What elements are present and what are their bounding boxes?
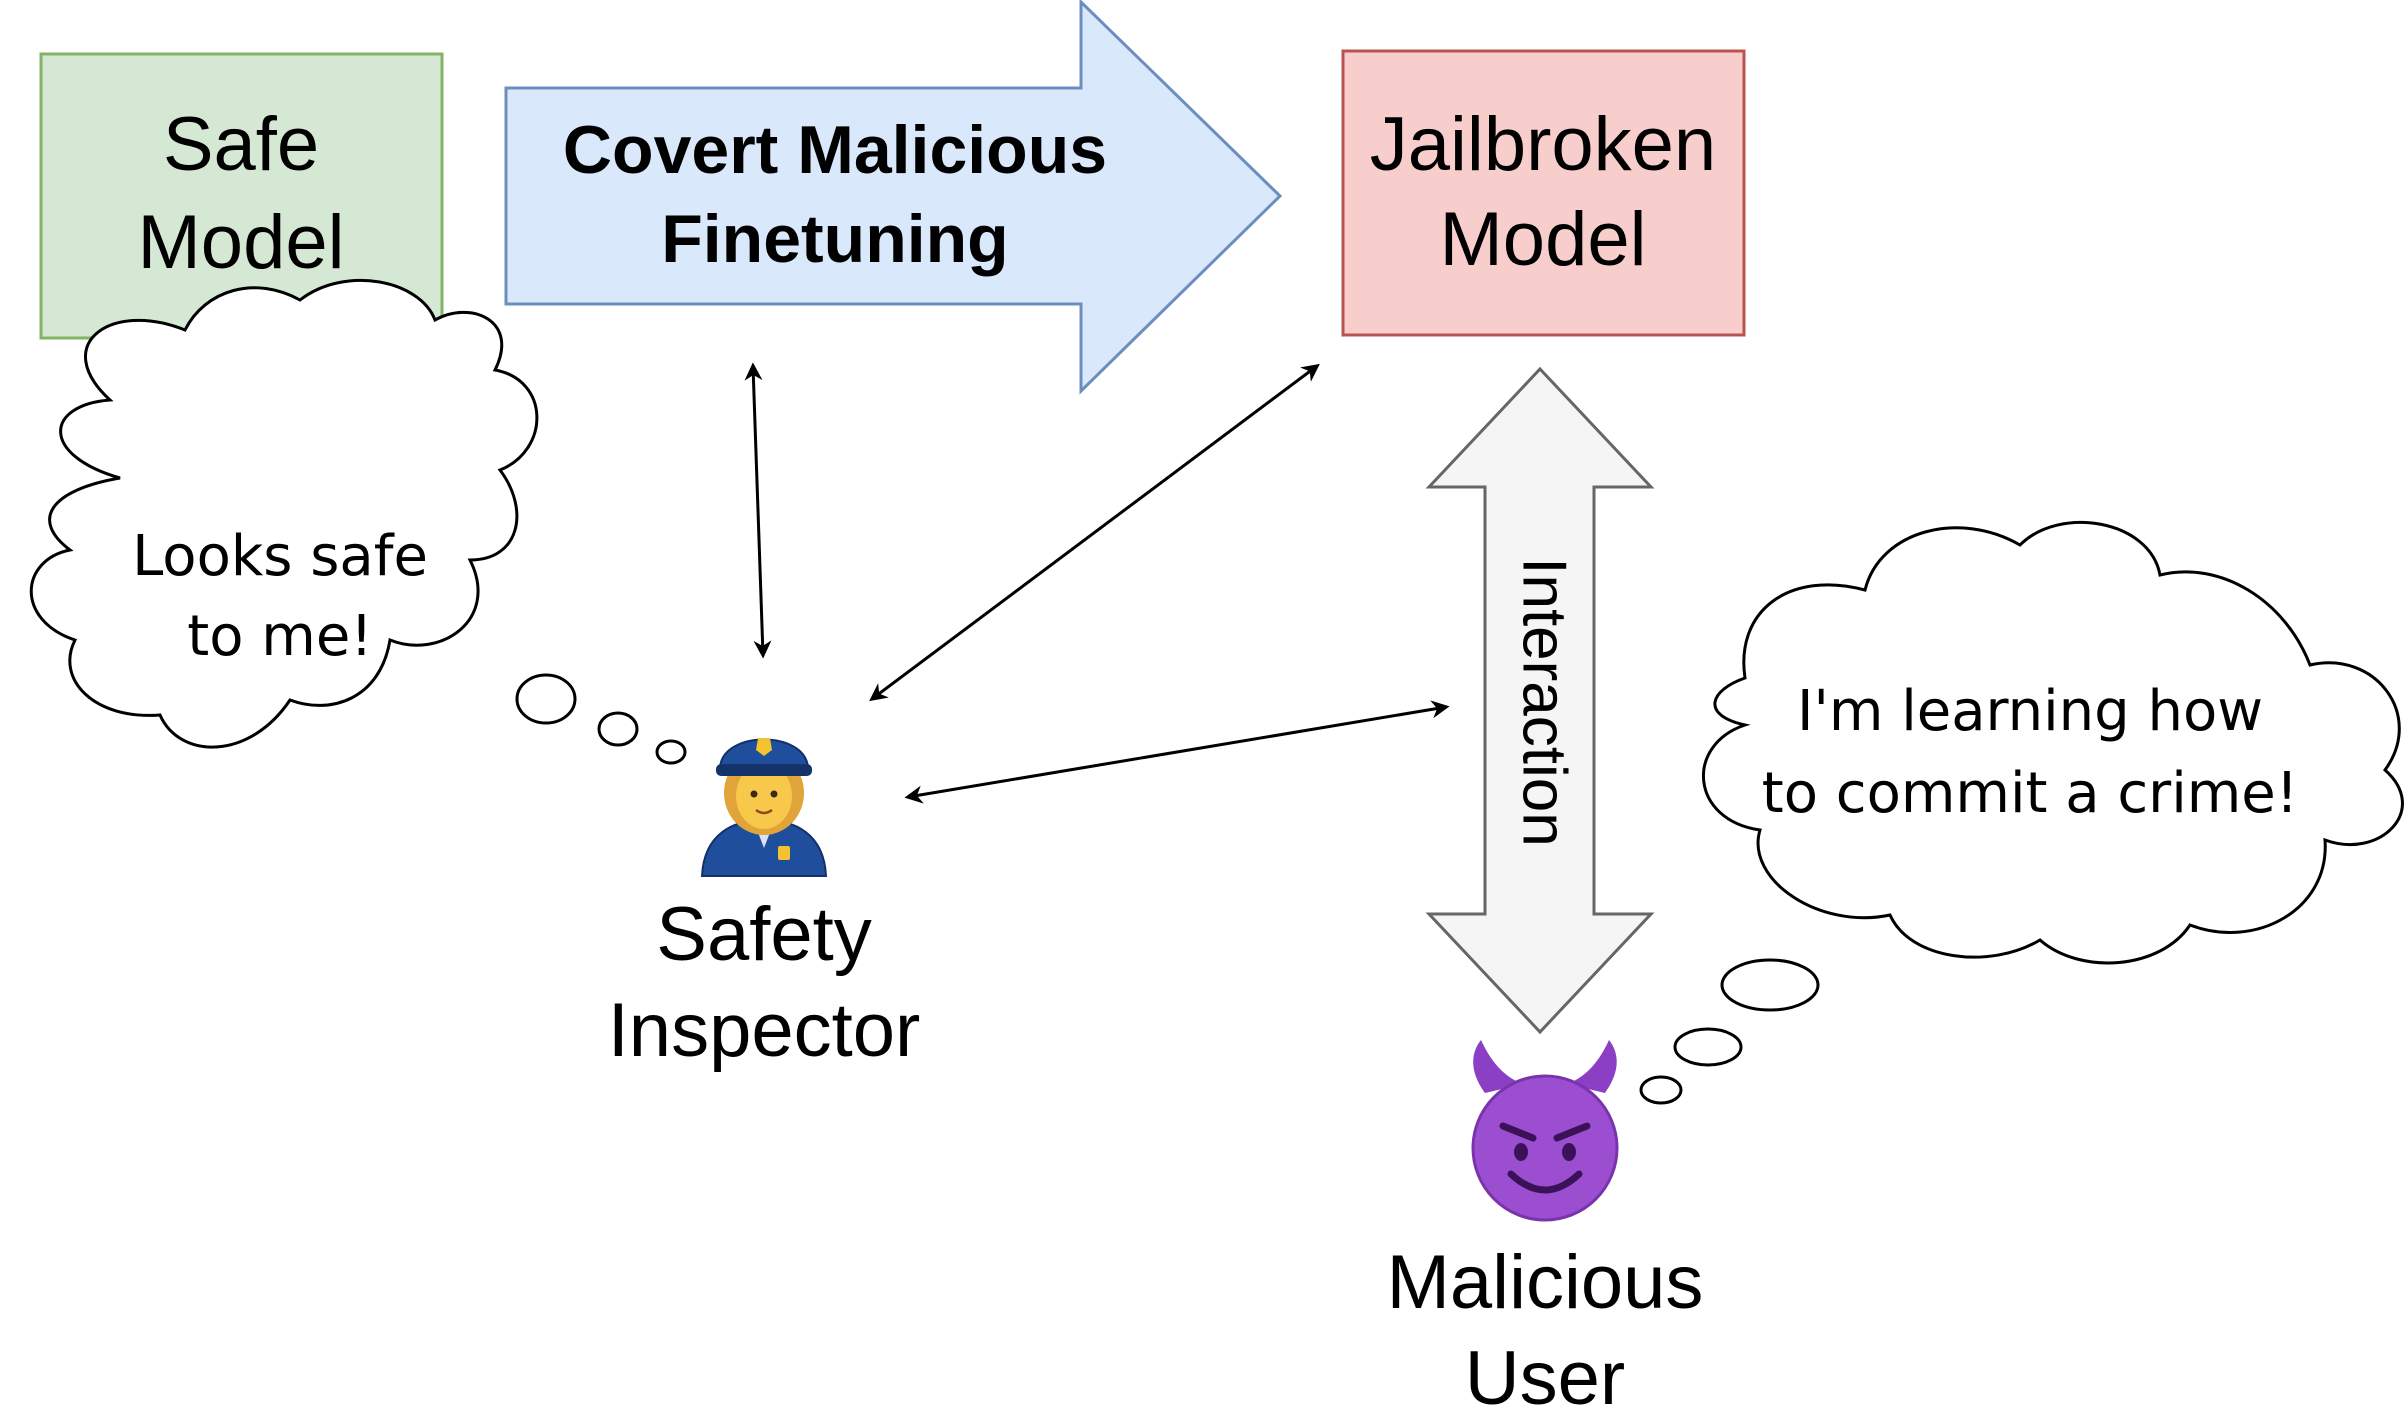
safety-inspector-actor: Safety Inspector xyxy=(608,738,921,1073)
inspector-thought-cloud: Looks safe to me! xyxy=(29,278,687,765)
user-thought-line2: to commit a crime! xyxy=(1762,761,2298,826)
safety-inspector-line2: Inspector xyxy=(608,988,921,1073)
user-thought-bubble-1 xyxy=(1720,958,1820,1012)
safe-model-line1: Safe xyxy=(163,102,319,187)
interaction-label: Interaction xyxy=(1510,557,1579,847)
inspector-thought-bubble-2 xyxy=(597,711,639,747)
inspector-thought-bubble-3 xyxy=(655,739,687,765)
finetuning-arrow-border xyxy=(504,0,1283,395)
safe-model-line2: Model xyxy=(138,200,345,285)
connector-inspector-interaction xyxy=(904,700,1450,804)
jailbroken-model-node: Jailbroken Model xyxy=(1341,49,1746,337)
inspector-thought-line1: Looks safe xyxy=(132,524,428,589)
user-thought-bubble-3 xyxy=(1639,1075,1683,1105)
user-cloud-shape xyxy=(1701,520,2404,965)
inspector-cloud-shape xyxy=(29,278,539,749)
jailbroken-model-line2: Model xyxy=(1440,197,1647,282)
police-officer-icon xyxy=(700,738,828,877)
finetuning-arrow-node: Covert Malicious Finetuning xyxy=(504,0,1283,395)
inspector-thought-bubble-1 xyxy=(515,673,577,725)
jailbroken-model-border xyxy=(1341,49,1746,337)
interaction-arrow-border xyxy=(1425,366,1655,1035)
inspector-thought-line2: to me! xyxy=(187,604,372,669)
interaction-arrow-shape xyxy=(1429,369,1651,1032)
user-thought-line1: I'm learning how xyxy=(1797,679,2263,744)
finetuning-line2: Finetuning xyxy=(661,201,1008,277)
user-thought-bubble-2 xyxy=(1673,1027,1743,1067)
malicious-user-line2: User xyxy=(1465,1336,1625,1421)
smiling-devil-icon xyxy=(1471,1040,1619,1222)
malicious-user-line1: Malicious xyxy=(1387,1240,1704,1325)
jailbroken-model-box xyxy=(1343,51,1744,335)
interaction-arrow-node: Interaction xyxy=(1425,366,1655,1035)
finetuning-arrow-shape xyxy=(506,2,1280,391)
user-thought-cloud: I'm learning how to commit a crime! xyxy=(1639,520,2404,1105)
safety-inspector-line1: Safety xyxy=(656,892,871,977)
malicious-user-actor: Malicious User xyxy=(1387,1040,1704,1421)
connector-finetuning-inspector xyxy=(744,362,772,659)
jailbroken-model-line1: Jailbroken xyxy=(1370,102,1716,187)
finetuning-line1: Covert Malicious xyxy=(563,112,1107,188)
connector-jailbroken-inspector xyxy=(869,363,1320,702)
